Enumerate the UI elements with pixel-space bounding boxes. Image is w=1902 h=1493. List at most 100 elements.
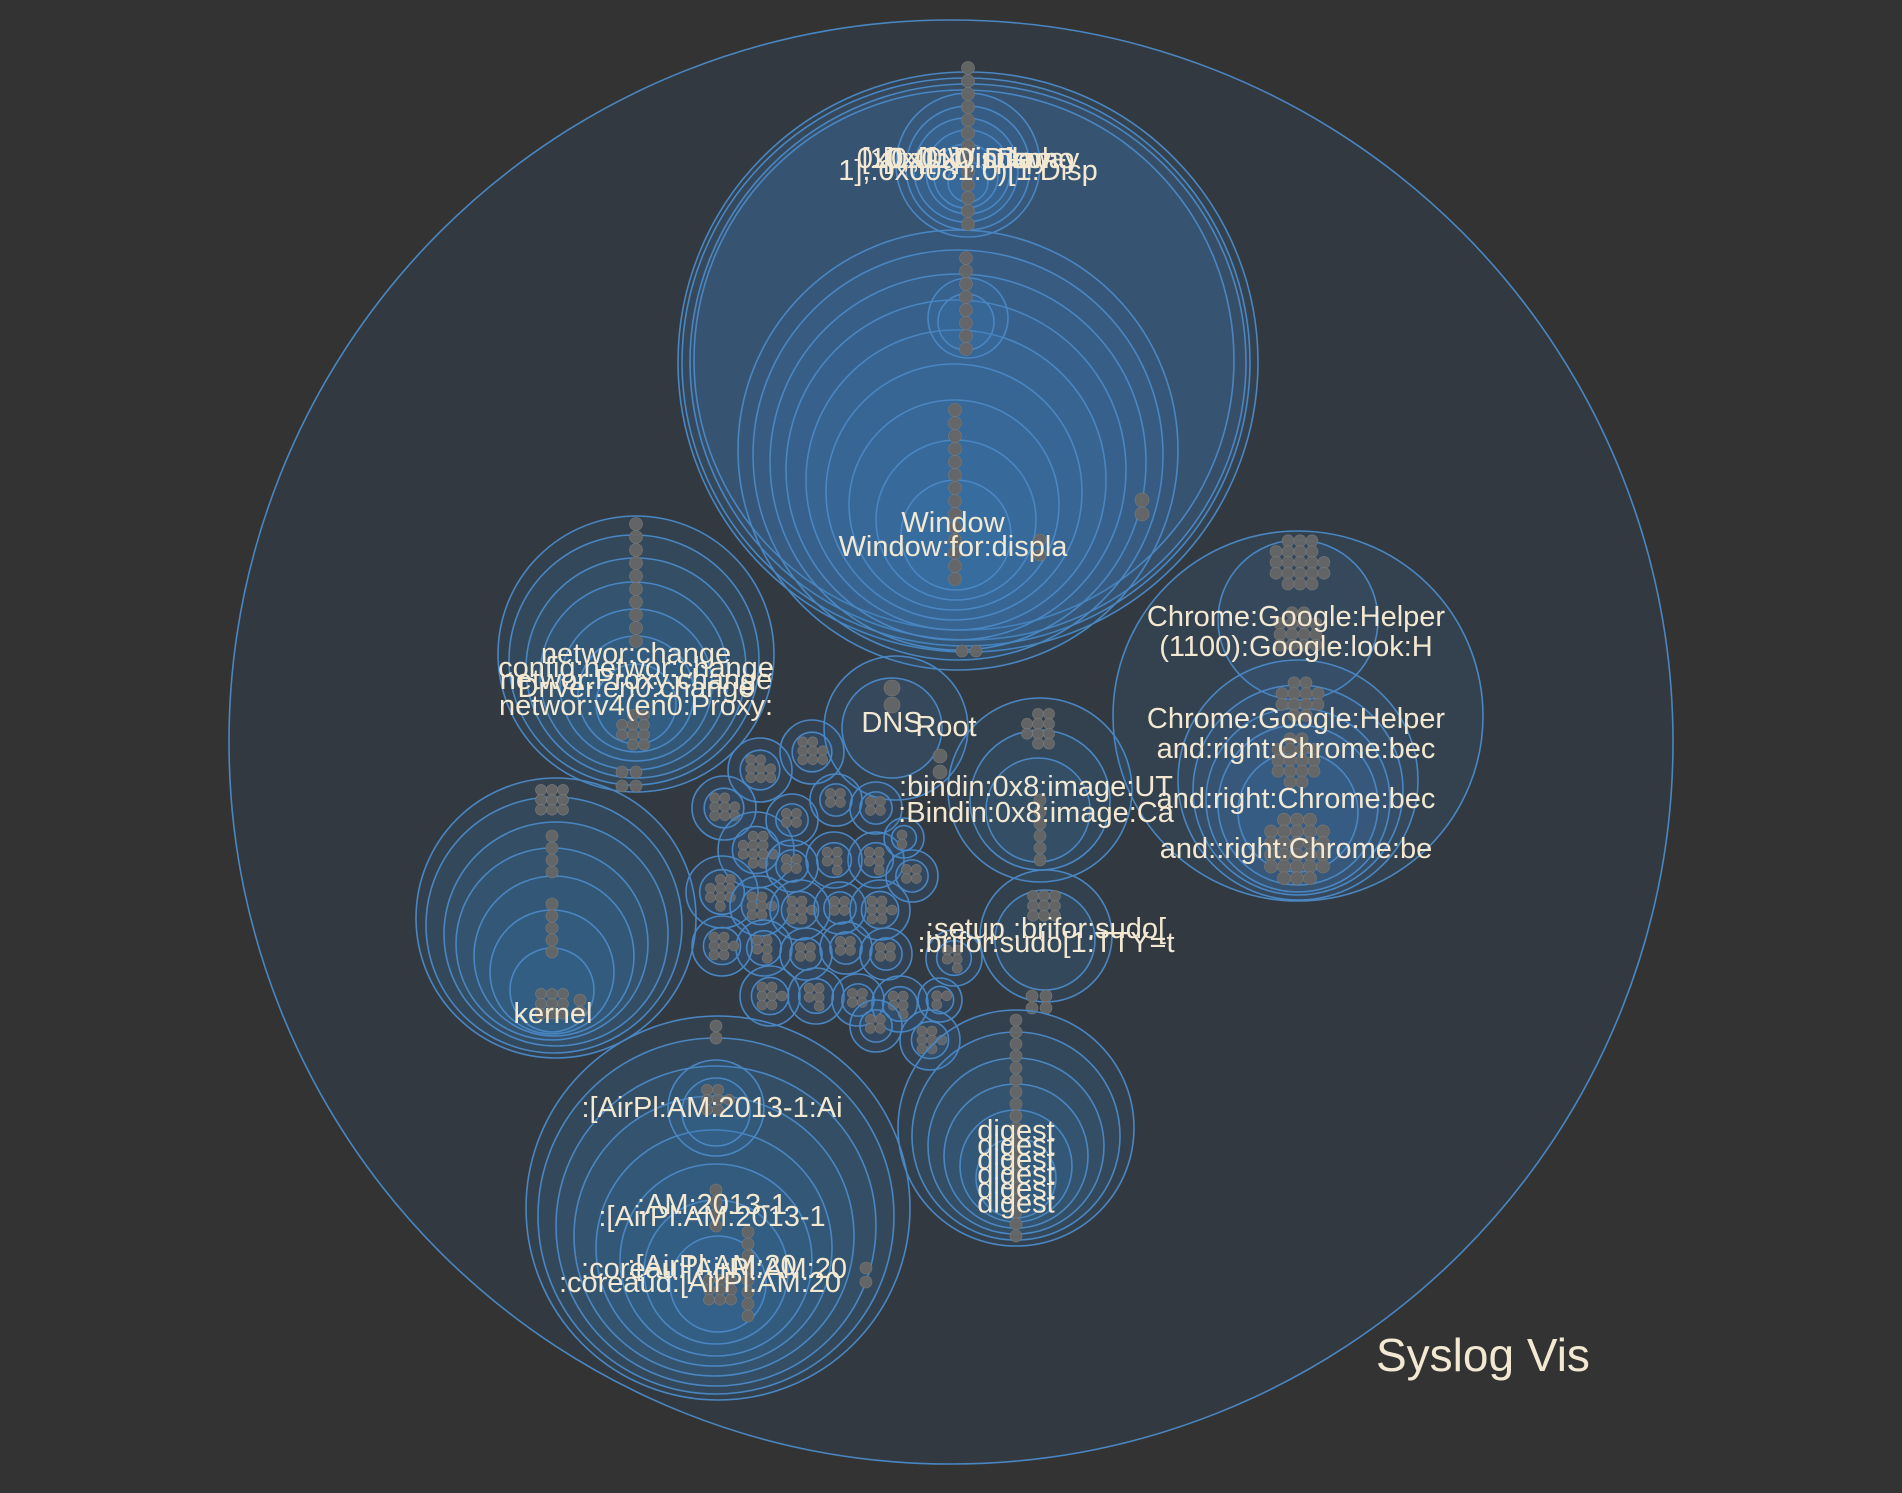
central-leaf[interactable]	[765, 772, 777, 784]
chrome-leaf[interactable]	[1293, 545, 1307, 558]
kernel-leaf[interactable]	[545, 865, 559, 879]
central-leaf[interactable]	[875, 805, 886, 816]
central-leaf[interactable]	[875, 796, 886, 807]
binding-leaf[interactable]	[1032, 737, 1044, 750]
central-leaf[interactable]	[715, 883, 726, 894]
window-leaf[interactable]	[948, 442, 962, 456]
central-leaf[interactable]	[897, 990, 909, 1002]
central-leaf[interactable]	[951, 962, 963, 974]
digest-leaf[interactable]	[1009, 1061, 1023, 1075]
central-leaf[interactable]	[876, 913, 888, 925]
central-leaf[interactable]	[737, 848, 749, 860]
network-leaf[interactable]	[629, 608, 643, 622]
central-leaf[interactable]	[728, 940, 740, 952]
chrome-leaf[interactable]	[1287, 687, 1301, 700]
central-leaf[interactable]	[866, 895, 878, 907]
airplay-cluster-circle[interactable]	[619, 1163, 813, 1357]
window-leaf[interactable]	[959, 290, 973, 304]
central-leaf[interactable]	[766, 981, 778, 993]
chrome-leaf[interactable]	[1295, 775, 1309, 789]
central-leaf[interactable]	[865, 805, 876, 816]
central-leaf[interactable]	[791, 863, 802, 874]
central-leaf[interactable]	[825, 788, 836, 799]
central-leaf[interactable]	[715, 874, 726, 885]
digest-leaf[interactable]	[1009, 1049, 1023, 1063]
central-leaf[interactable]	[829, 896, 840, 907]
digest-leaf[interactable]	[1009, 1097, 1023, 1111]
dns-cluster-circle[interactable]	[841, 677, 943, 779]
network-leaf[interactable]	[638, 738, 650, 751]
window-leaf[interactable]	[1033, 548, 1047, 562]
network-leaf[interactable]	[629, 543, 643, 557]
central-leaf[interactable]	[747, 857, 759, 869]
central-leaf[interactable]	[931, 999, 943, 1011]
central-leaf[interactable]	[875, 1023, 886, 1034]
central-leaf[interactable]	[873, 846, 885, 858]
chrome-leaf[interactable]	[1317, 556, 1331, 569]
central-leaf[interactable]	[916, 1025, 928, 1037]
central-leaf[interactable]	[831, 855, 843, 867]
network-leaf[interactable]	[627, 728, 639, 741]
central-leaf[interactable]	[786, 904, 798, 916]
kernel-leaf[interactable]	[573, 1005, 587, 1019]
central-leaf[interactable]	[885, 951, 896, 962]
central-leaf[interactable]	[747, 830, 759, 842]
central-leaf[interactable]	[825, 797, 836, 808]
window-leaf[interactable]	[948, 481, 962, 495]
window-leaf[interactable]	[961, 113, 975, 127]
central-leaf[interactable]	[766, 990, 778, 1002]
central-leaf[interactable]	[786, 913, 798, 925]
airplay-leaf[interactable]	[709, 1031, 723, 1045]
window-leaf[interactable]	[959, 277, 973, 291]
binding-leaf[interactable]	[1043, 708, 1055, 720]
chrome-leaf[interactable]	[1269, 566, 1283, 580]
central-leaf[interactable]	[761, 943, 773, 955]
digest-leaf[interactable]	[1009, 1037, 1023, 1051]
binding-cluster-circle[interactable]	[947, 697, 1133, 883]
chrome-leaf[interactable]	[1277, 871, 1291, 886]
central-leaf[interactable]	[705, 883, 716, 894]
central-leaf[interactable]	[896, 838, 908, 850]
window-leaf[interactable]	[948, 403, 962, 417]
chrome-leaf[interactable]	[1309, 638, 1323, 652]
network-leaf[interactable]	[629, 621, 643, 635]
kernel-leaf[interactable]	[545, 921, 559, 935]
central-leaf[interactable]	[797, 736, 809, 748]
chrome-leaf[interactable]	[1281, 545, 1295, 558]
central-leaf[interactable]	[745, 772, 757, 784]
central-leaf[interactable]	[756, 900, 768, 912]
central-leaf[interactable]	[756, 891, 768, 903]
chrome-leaf[interactable]	[1316, 859, 1330, 874]
central-leaf[interactable]	[751, 943, 763, 955]
chrome-leaf[interactable]	[1293, 534, 1307, 548]
central-leaf[interactable]	[805, 951, 816, 962]
sudo-leaf[interactable]	[1039, 989, 1053, 1003]
central-leaf[interactable]	[776, 990, 788, 1002]
central-leaf[interactable]	[756, 909, 768, 921]
binding-leaf[interactable]	[1032, 717, 1044, 730]
central-leaf[interactable]	[755, 754, 767, 766]
chrome-leaf[interactable]	[1303, 871, 1317, 886]
central-leaf[interactable]	[719, 792, 731, 804]
central-leaf[interactable]	[795, 951, 806, 962]
binding-leaf[interactable]	[1032, 708, 1044, 720]
digest-leaf[interactable]	[1009, 1073, 1023, 1087]
kernel-leaf[interactable]	[557, 803, 569, 816]
chrome-leaf[interactable]	[1305, 556, 1319, 569]
central-leaf[interactable]	[791, 808, 802, 819]
central-leaf[interactable]	[807, 736, 819, 748]
sudo-leaf[interactable]	[1049, 909, 1061, 922]
digest-leaf[interactable]	[1009, 1013, 1023, 1027]
digest-leaf[interactable]	[1009, 1229, 1023, 1243]
central-leaf[interactable]	[875, 1014, 886, 1025]
central-leaf[interactable]	[847, 997, 858, 1008]
kernel-leaf[interactable]	[535, 793, 547, 806]
central-leaf[interactable]	[718, 949, 730, 961]
chrome-leaf[interactable]	[1287, 676, 1301, 690]
network-leaf[interactable]	[629, 765, 643, 779]
central-leaf[interactable]	[756, 999, 768, 1011]
binding-leaf[interactable]	[1043, 737, 1055, 750]
airplay-cluster-circle[interactable]	[595, 1129, 833, 1367]
chrome-leaf[interactable]	[1299, 708, 1313, 722]
